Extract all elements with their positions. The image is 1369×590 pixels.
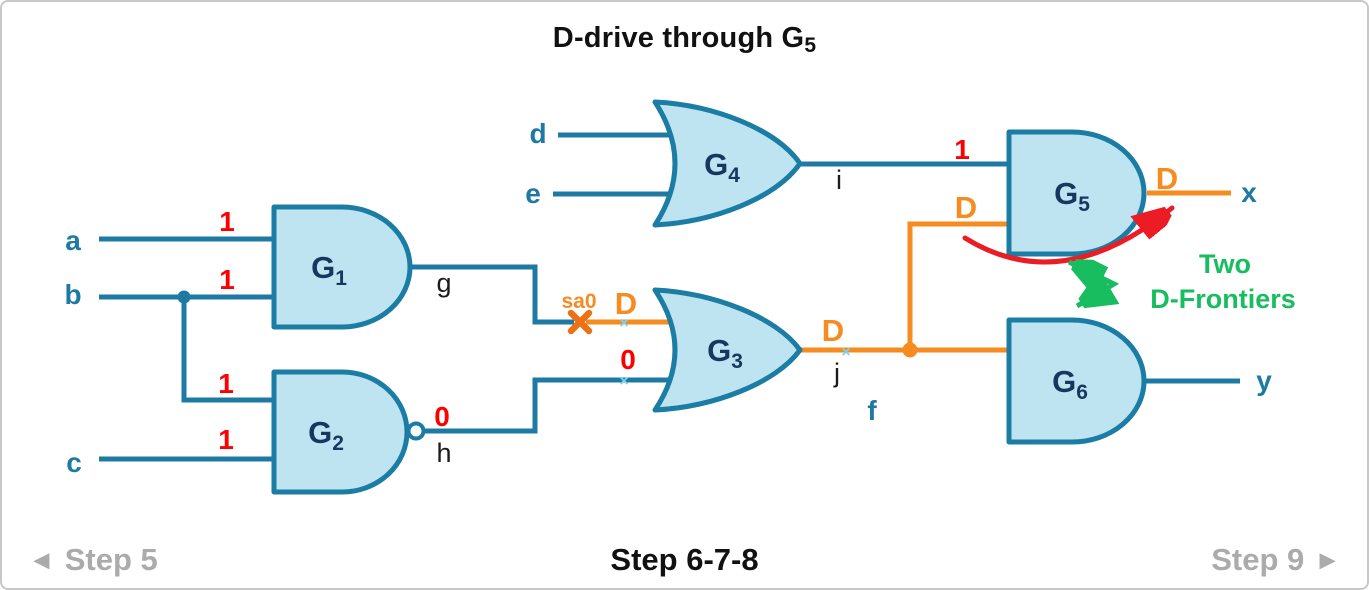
prev-step-label: Step 5 — [64, 542, 158, 577]
title-text: D-drive through G — [552, 22, 805, 54]
net-j-label: j — [833, 358, 840, 388]
step-navigation: ◄ Step 5 Step 6-7-8 Step 9 ► — [2, 542, 1367, 578]
d-value-j: D — [822, 313, 844, 348]
gate-g4-or — [652, 99, 803, 228]
output-x-label: x — [1241, 177, 1257, 208]
gate-g2-inverter-bubble — [406, 421, 426, 441]
wire-g — [412, 264, 574, 325]
input-e-label: e — [525, 178, 541, 209]
value-c: 1 — [218, 424, 234, 455]
d-value-x-output: D — [1156, 161, 1178, 196]
input-d-label: d — [529, 118, 546, 149]
value-i: 1 — [954, 134, 970, 165]
value-g3-lower-input: 0 — [620, 344, 636, 375]
d-value-g-fault: D — [615, 286, 637, 321]
net-g-label: g — [436, 268, 451, 298]
d-value-g5-input: D — [955, 190, 977, 225]
gate-g1-label: G1 — [311, 250, 347, 290]
gate-g2-label: G2 — [308, 415, 344, 455]
input-f-label: f — [867, 395, 877, 426]
gate-g2-name: G — [308, 415, 332, 450]
gate-g5-sub: 5 — [1078, 193, 1090, 216]
gate-g2-sub: 2 — [332, 432, 344, 455]
gate-g6-and — [1006, 317, 1147, 445]
gate-g4-sub: 4 — [728, 164, 740, 187]
annotation-two: Two — [1199, 249, 1251, 279]
gate-g6-label: G6 — [1052, 364, 1088, 404]
prev-step-button[interactable]: ◄ Step 5 — [28, 542, 158, 578]
input-b-label: b — [64, 279, 81, 310]
input-c-label: c — [66, 447, 82, 478]
value-b: 1 — [219, 264, 235, 295]
next-arrow-icon: ► — [1314, 544, 1341, 575]
page-title: D-drive through G5 — [2, 22, 1367, 57]
wire-j-branch — [907, 221, 1012, 350]
gate-g6-sub: 6 — [1076, 381, 1088, 404]
value-h: 0 — [434, 401, 450, 432]
net-i-label: i — [836, 165, 842, 195]
gate-g1-sub: 1 — [335, 267, 347, 290]
gate-g6-name: G — [1052, 364, 1076, 399]
output-y-label: y — [1256, 365, 1272, 396]
next-step-label: Step 9 — [1211, 542, 1305, 577]
gate-g2-nand — [271, 369, 410, 495]
gate-g1-and — [271, 204, 413, 330]
current-step-label: Step 6-7-8 — [610, 542, 759, 577]
gate-g3-label: G3 — [707, 333, 743, 373]
fault-sa0-label: sa0 — [561, 290, 596, 313]
junction-dot-b — [177, 290, 191, 304]
wire-b-branch — [181, 297, 274, 403]
junction-dot-j — [902, 342, 918, 358]
gate-g5-name: G — [1054, 176, 1078, 211]
title-subscript: 5 — [804, 34, 817, 57]
wire-tick-icon: × — [619, 315, 628, 332]
prev-arrow-icon: ◄ — [28, 544, 55, 575]
next-step-button[interactable]: Step 9 ► — [1211, 542, 1341, 578]
value-a: 1 — [219, 206, 235, 237]
gate-g4-label: G4 — [704, 147, 740, 187]
gate-g3-or — [652, 287, 803, 413]
annotation-d-frontiers: D-Frontiers — [1150, 284, 1296, 314]
wire-h — [423, 377, 674, 434]
gate-g3-sub: 3 — [731, 350, 743, 373]
gate-g4-name: G — [704, 147, 728, 182]
stuck-at-0-fault-icon — [567, 309, 593, 335]
gate-g3-name: G — [707, 333, 731, 368]
gate-g1-name: G — [311, 250, 335, 285]
wire-tick-icon: × — [619, 373, 628, 390]
gate-g5-label: G5 — [1054, 176, 1090, 216]
d-frontiers-arrows-icon — [1069, 262, 1114, 306]
value-b-branch: 1 — [218, 368, 234, 399]
wire-tick-icon: × — [841, 344, 850, 361]
net-h-label: h — [436, 438, 451, 468]
input-a-label: a — [65, 225, 81, 256]
